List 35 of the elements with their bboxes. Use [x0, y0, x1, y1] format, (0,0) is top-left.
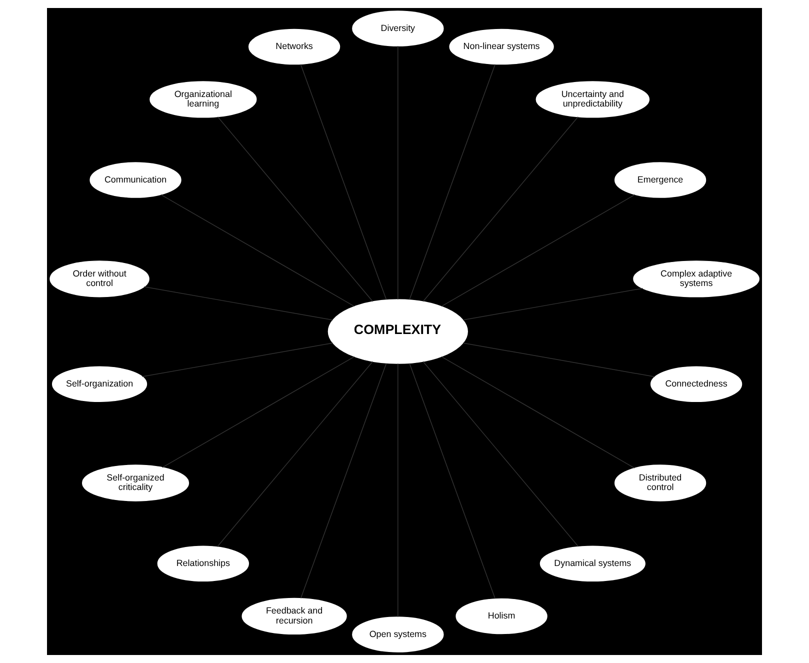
connector: [144, 286, 334, 320]
connector: [462, 288, 644, 320]
node-ellipse: Self-organization: [52, 366, 148, 402]
connector: [142, 342, 334, 377]
connector: [462, 342, 656, 378]
node-ellipse: Complex adaptive systems: [633, 260, 760, 298]
connector: [217, 116, 374, 302]
node-ellipse: Relationships: [157, 546, 249, 582]
node-ellipse: Diversity: [352, 10, 444, 46]
connector: [300, 64, 387, 300]
connector: [162, 356, 355, 468]
node-ellipse: COMPLEXITY: [328, 299, 468, 364]
node-ellipse: Feedback and recursion: [242, 598, 347, 635]
node-ellipse: Uncertainty and unpredictability: [536, 81, 650, 118]
connector: [409, 362, 496, 599]
connector: [409, 64, 496, 300]
node-ellipse: Holism: [456, 598, 548, 634]
node-ellipse: Organizational learning: [150, 81, 257, 118]
node-ellipse: Self-organized criticality: [82, 464, 190, 502]
node-ellipse: Distributed control: [614, 464, 706, 502]
node-ellipse: Connectedness: [650, 366, 742, 402]
node-ellipse: Dynamical systems: [540, 546, 646, 582]
node-ellipse: Networks: [248, 28, 340, 65]
connector: [441, 194, 636, 307]
node-ellipse: Non-linear systems: [449, 28, 554, 65]
connector: [422, 116, 578, 302]
node-ellipse: Communication: [90, 162, 182, 198]
connector: [441, 356, 635, 468]
connector: [300, 362, 387, 599]
connector: [160, 194, 355, 307]
node-ellipse: Emergence: [614, 162, 706, 198]
node-ellipse: Order without control: [50, 260, 150, 298]
connector: [216, 361, 374, 548]
connector: [422, 361, 579, 547]
node-ellipse: Open systems: [352, 616, 444, 652]
